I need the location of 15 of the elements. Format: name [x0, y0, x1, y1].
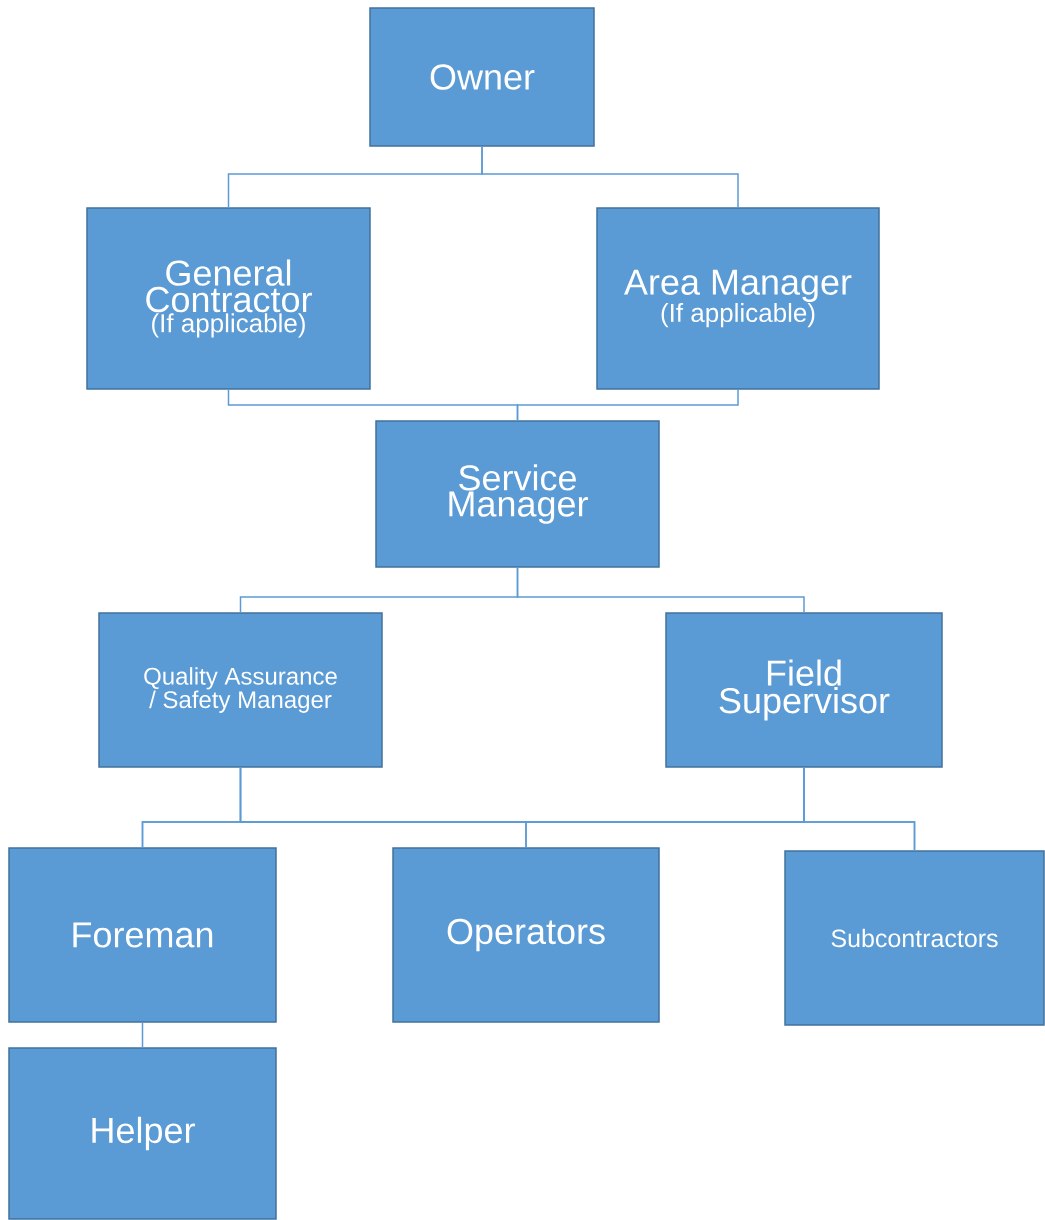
org-box: Foreman [8, 847, 277, 1023]
org-box: Quality Assurance / Safety Manager [98, 612, 383, 768]
org-box: Service Manager [375, 420, 660, 568]
org-box: Helper [8, 1047, 277, 1220]
org-box: Owner [369, 7, 595, 147]
connector-line [481, 146, 739, 208]
connector-line [803, 767, 916, 851]
org-box: Area Manager (If applicable) [596, 207, 880, 390]
connector-line [516, 389, 739, 421]
connector-line [516, 567, 805, 613]
org-box: Field Supervisor [665, 612, 943, 768]
connector-line [141, 1022, 144, 1048]
org-box: General Contractor (If applicable) [86, 207, 371, 390]
org-box: Subcontractors [784, 850, 1045, 1026]
org-box: Operators [392, 847, 660, 1023]
